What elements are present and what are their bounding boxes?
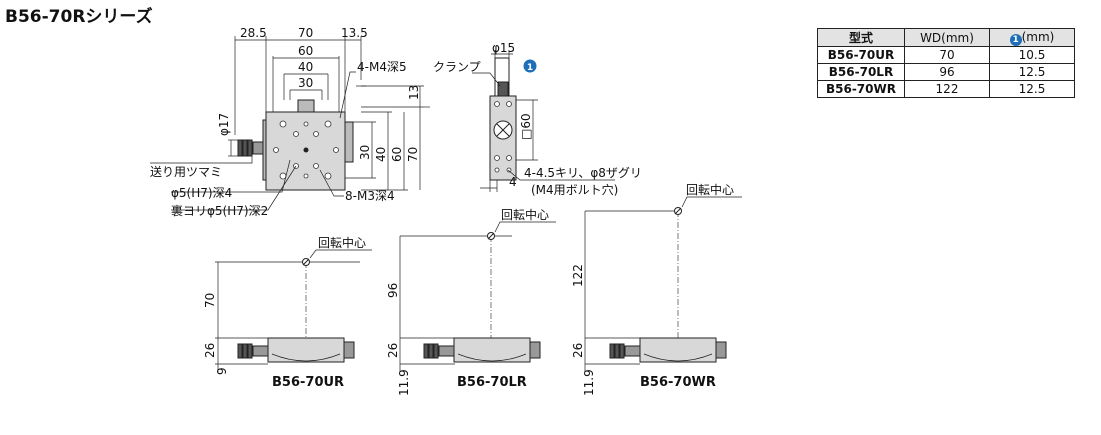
label-center-ur: 回転中心 [318,235,366,250]
model-wr: B56-70WR [640,375,716,390]
dim-b-ur: 9 [215,367,229,375]
dim-h-lr: 26 [386,343,400,358]
dim-phi17: φ17 [217,113,231,136]
model-lr: B56-70LR [457,375,527,390]
dim-70: 70 [298,26,313,40]
label-holes-note: (M4用ボルト穴) [531,182,618,197]
table-row: B56-70WR 122 12.5 [817,80,1075,98]
dim-30: 30 [298,76,313,90]
label-center-lr: 回転中心 [501,207,549,222]
dim-wd-ur: 70 [203,293,217,308]
dim-r30: 30 [358,145,372,160]
spec-table: 型式 WD(mm) 1(mm) B56-70UR 70 10.5 B56-70L… [817,28,1075,98]
label-pin-back: 裏ヨリφ5(H7)深2 [171,203,268,218]
header-wd: WD(mm) [904,28,990,47]
dim-28-5: 28.5 [240,26,267,40]
dim-h-wr: 26 [571,343,585,358]
dim-r40: 40 [374,147,388,162]
dim-40: 40 [298,60,313,74]
dim-r70: 70 [406,147,420,162]
table-header-row: 型式 WD(mm) 1(mm) [817,28,1075,47]
label-knob: 送り用ツマミ [150,164,222,179]
label-center-wr: 回転中心 [686,182,734,197]
badge-1 [523,59,537,73]
dim-wd-lr: 96 [386,283,400,298]
label-tap-top: 4-M4深5 [357,60,407,74]
front-view-wr: 回転中心 122 26 11.9 B56-70WR [571,182,742,396]
badge-icon: 1 [1009,34,1022,46]
label-pin: φ5(H7)深4 [171,186,232,200]
dim-square60: □60 [519,113,533,140]
label-clamp: クランプ [433,60,481,74]
dim-wd-wr: 122 [571,264,585,287]
badge-1-text: 1 [527,63,533,73]
model-ur: B56-70UR [272,375,344,390]
feed-knob [237,139,264,157]
dim-b-lr: 11.9 [397,369,411,396]
table-row: B56-70UR 70 10.5 [817,46,1075,64]
dim-phi15: φ15 [492,41,515,55]
label-tap-bottom: 8-M3深4 [345,189,395,203]
dim-4: 4 [509,175,517,189]
dim-b-wr: 11.9 [582,369,596,396]
dim-13: 13 [407,85,421,100]
header-badge-col: 1(mm) [989,28,1075,47]
top-view: 28.5 70 13.5 60 40 30 [150,26,430,218]
dim-r60: 60 [390,147,404,162]
front-view-lr: 回転中心 96 26 11.9 B56-70LR [386,207,556,396]
dim-13-5: 13.5 [341,26,368,40]
dim-h-ur: 26 [203,343,217,358]
label-holes: 4-4.5キリ、φ8ザグリ [524,166,642,180]
front-view-ur: 回転中心 70 26 9 B56-70UR [203,235,372,390]
page-title: B56-70Rシリーズ [5,7,153,27]
dim-60: 60 [298,44,313,58]
header-model: 型式 [817,28,905,47]
side-view: クランプ φ15 □60 4 4-4.5キリ、φ8ザグリ (M4用ボルト穴) 1 [433,41,642,197]
table-row: B56-70LR 96 12.5 [817,63,1075,81]
